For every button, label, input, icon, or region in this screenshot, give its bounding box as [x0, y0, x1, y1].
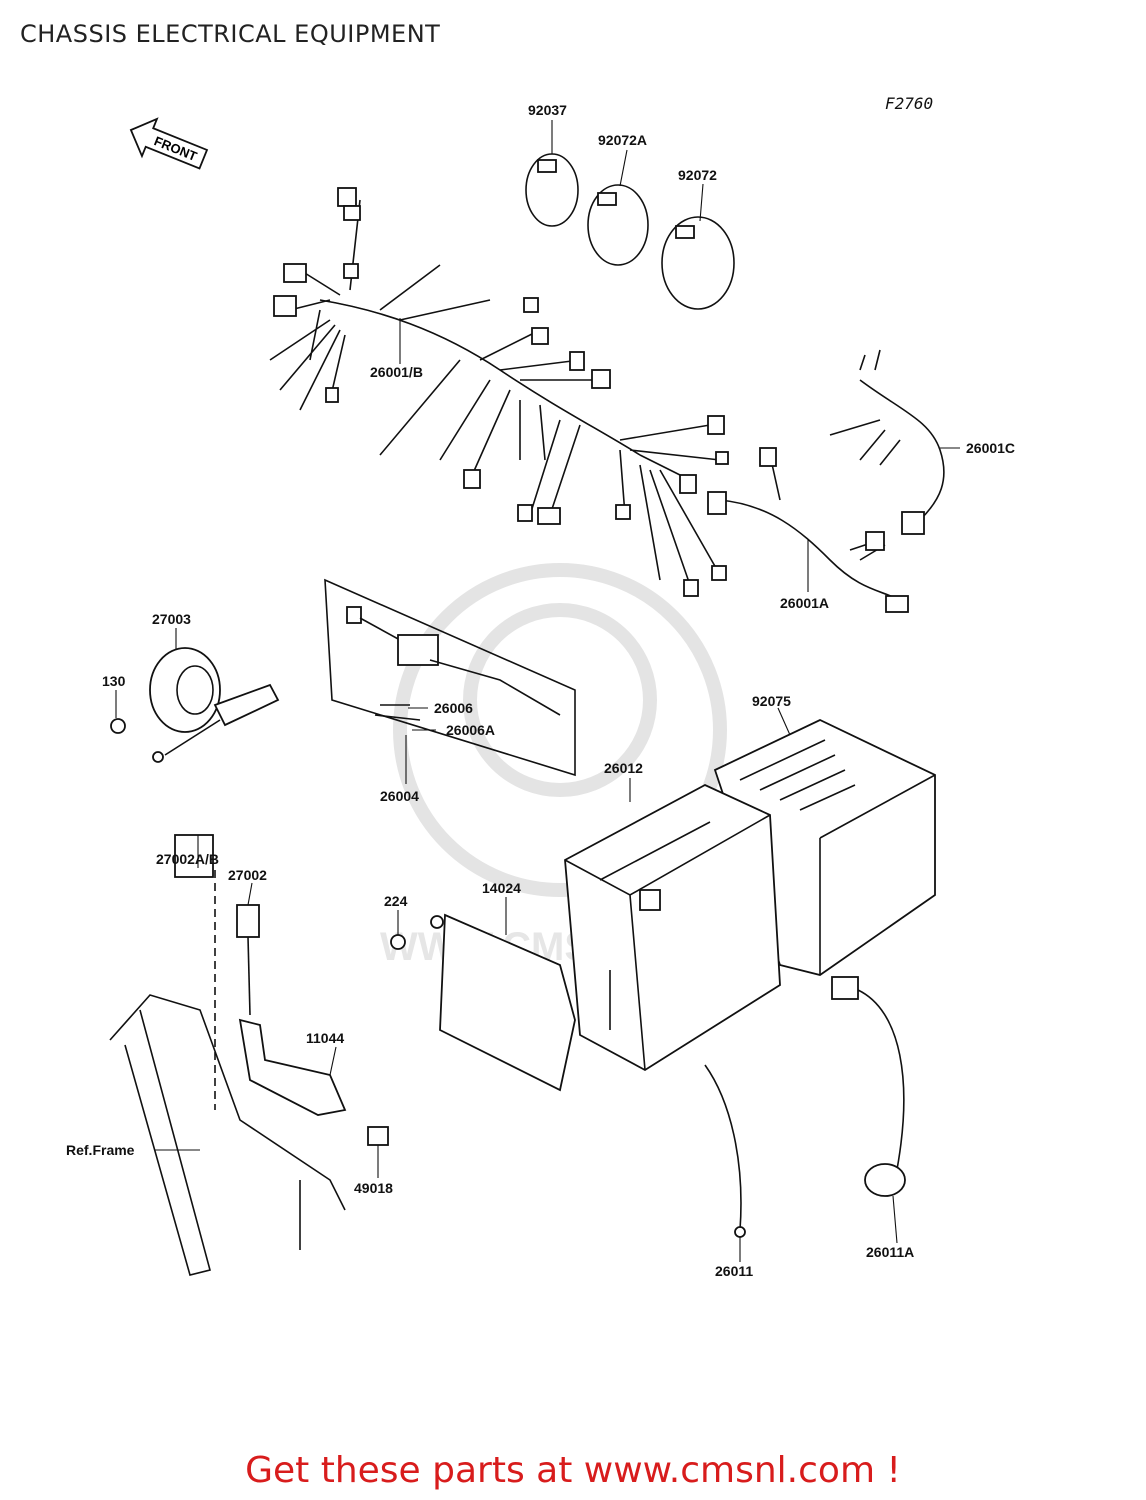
label-92075: 92075	[752, 693, 791, 709]
label-26004: 26004	[380, 788, 419, 804]
leader-lines	[115, 120, 960, 1262]
battery-icon	[564, 783, 781, 1072]
parts-diagram: WWW.CMSNL.COM FRONT	[66, 102, 1015, 1279]
label-27002AB: 27002A/B	[156, 851, 219, 867]
bracket-11044-icon	[238, 1018, 347, 1116]
horn-icon	[110, 647, 280, 763]
label-26011: 26011	[715, 1263, 753, 1279]
label-224: 224	[384, 893, 408, 909]
clamp-92072-icon	[661, 216, 735, 310]
main-harness-icon	[269, 187, 729, 597]
sub-harness-a-icon	[707, 447, 909, 613]
figure-code: F2760	[885, 94, 934, 113]
label-26001A: 26001A	[780, 595, 829, 611]
label-26001B: 26001/B	[370, 364, 423, 380]
label-92072: 92072	[678, 167, 717, 183]
front-arrow-icon: FRONT	[129, 117, 209, 170]
label-26006: 26006	[434, 700, 473, 716]
label-26006A: 26006A	[446, 722, 495, 738]
battery-cable-negative-icon	[704, 1064, 746, 1238]
clamp-92037-icon	[525, 153, 579, 227]
battery-cable-positive-icon	[831, 976, 906, 1197]
switch-27002-icon	[236, 904, 260, 1016]
sub-harness-c-icon	[829, 349, 945, 535]
label-26012: 26012	[604, 760, 643, 776]
label-26011A: 26011A	[866, 1244, 914, 1260]
label-130: 130	[102, 673, 126, 689]
clamp-92072A-icon	[587, 184, 649, 266]
page-title: CHASSIS ELECTRICAL EQUIPMENT	[20, 20, 441, 48]
label-27003: 27003	[152, 611, 191, 627]
label-92037: 92037	[528, 102, 567, 118]
parts-shop-link[interactable]: Get these parts at www.cmsnl.com !	[245, 1450, 901, 1491]
relay-27002AB-icon	[174, 834, 214, 878]
label-92072A: 92072A	[598, 132, 647, 148]
battery-cover-icon	[390, 913, 576, 1092]
regulator-box-icon	[324, 578, 576, 777]
label-14024: 14024	[482, 880, 521, 896]
connector-49018-icon	[367, 1126, 389, 1146]
label-ref-frame: Ref.Frame	[66, 1142, 135, 1158]
label-26001C: 26001C	[966, 440, 1015, 456]
label-27002: 27002	[228, 867, 267, 883]
label-11044: 11044	[306, 1030, 344, 1046]
label-49018: 49018	[354, 1180, 393, 1196]
frame-icon	[109, 870, 346, 1276]
